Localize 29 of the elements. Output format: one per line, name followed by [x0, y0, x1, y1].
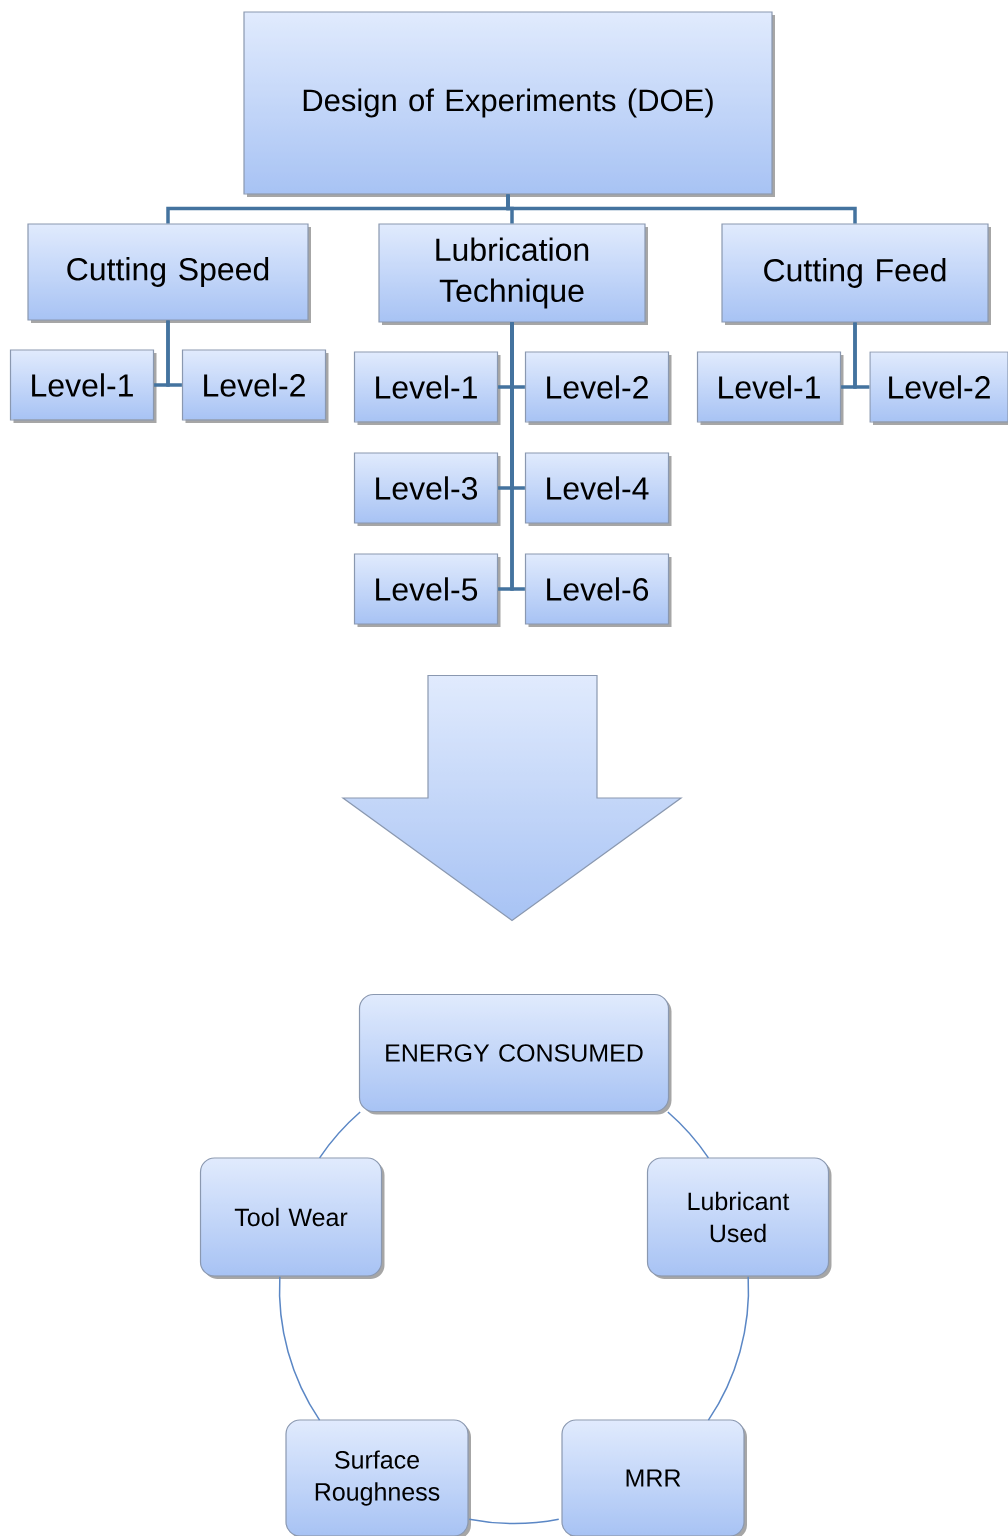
result-box: Surface Roughness: [285, 1419, 471, 1536]
connector-line: [166, 320, 182, 387]
result-box: MRR: [561, 1419, 747, 1536]
process-box: Level-2: [869, 351, 1008, 425]
block-arrow: [341, 674, 683, 922]
process-box: Level-6: [524, 553, 672, 627]
process-box: Level-1: [696, 351, 844, 425]
connector-line: [853, 322, 870, 389]
process-box: Cutting Feed: [721, 223, 991, 325]
result-box: ENERGY CONSUMED: [358, 993, 672, 1115]
connector-line: [510, 322, 525, 591]
process-box: Cutting Speed: [27, 223, 311, 323]
connector-arc: [667, 1111, 710, 1159]
process-box: Level-2: [524, 351, 672, 425]
process-box: Level-2: [181, 349, 329, 423]
connector-line: [506, 194, 857, 224]
connector-arc: [278, 1276, 321, 1421]
result-box: Tool Wear: [199, 1157, 385, 1279]
connector-arc: [707, 1276, 750, 1421]
connector-arc: [468, 1518, 560, 1525]
process-box: Lubrication Technique: [378, 223, 648, 325]
connector-arc: [318, 1111, 361, 1159]
process-box: Level-3: [353, 452, 501, 526]
process-box: Design of Experiments (DOE): [243, 11, 775, 197]
process-box: Level-5: [353, 553, 501, 627]
process-box: Level-1: [9, 349, 157, 423]
process-box: Level-4: [524, 452, 672, 526]
process-box: Level-1: [353, 351, 501, 425]
result-box: Lubricant Used: [646, 1157, 832, 1279]
